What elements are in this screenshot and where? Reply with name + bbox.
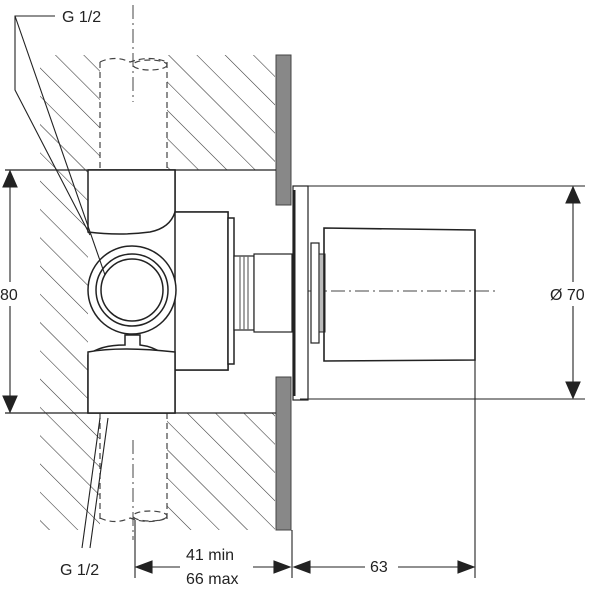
dimension-lines [2,169,585,578]
leader-lines [14,15,109,549]
diameter-dimension-label: Ø 70 [550,287,585,304]
depth-max-label: 66 max [186,571,238,588]
pipe-hidden-lines [99,57,168,523]
valve-body [87,169,235,414]
handle [323,227,476,362]
wall-plate [275,54,292,531]
thread-bottom-label: G 1/2 [60,562,99,579]
depth-min-label: 41 min [186,547,234,564]
valve-stem [233,253,293,333]
height-dimension-label: 80 [0,287,18,304]
projection-dimension-label: 63 [370,559,388,576]
thread-top-label: G 1/2 [62,9,101,26]
rosette [292,185,326,401]
